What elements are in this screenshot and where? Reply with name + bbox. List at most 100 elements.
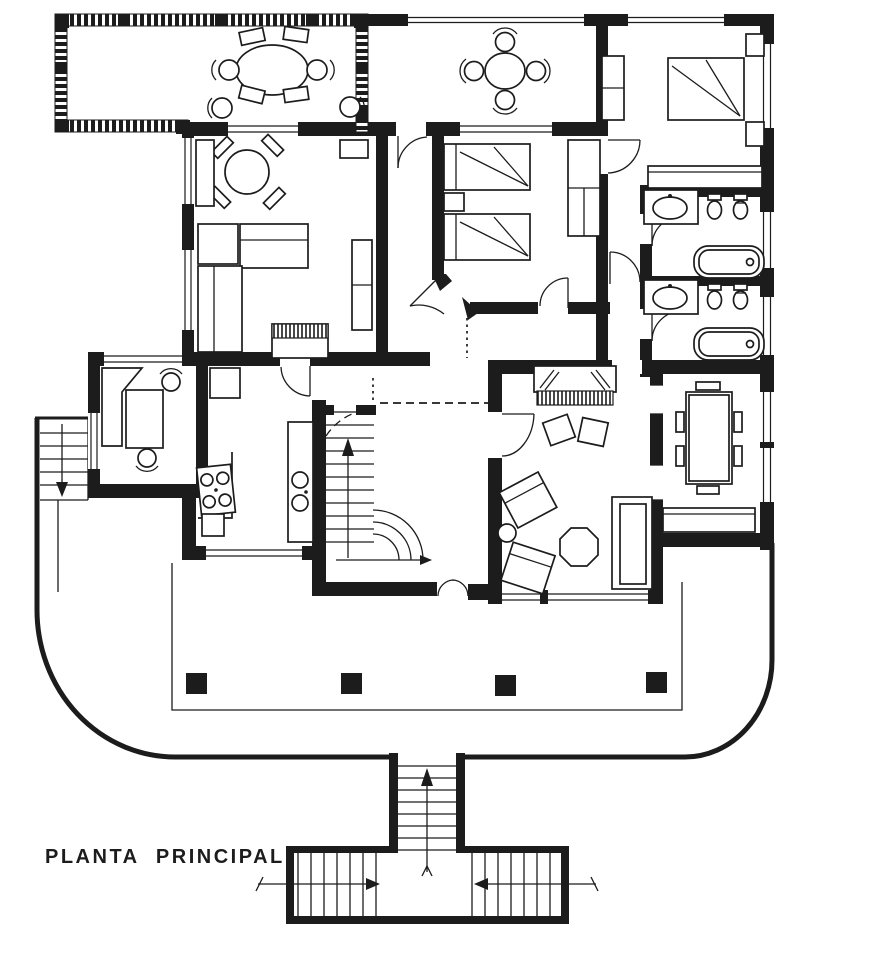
twin-bedroom	[443, 139, 601, 358]
toilet	[706, 290, 723, 310]
window	[104, 352, 182, 366]
sunroom-dining-area	[207, 25, 365, 119]
bathroom-2	[643, 279, 765, 361]
stair-down-arrow	[56, 424, 68, 497]
entry-arrow-right	[474, 876, 599, 892]
living-room	[497, 365, 653, 595]
chair	[339, 96, 361, 118]
chair	[695, 381, 721, 391]
cabinet	[339, 139, 369, 159]
window	[760, 448, 774, 502]
chair	[238, 26, 267, 47]
bidet-tank	[733, 193, 748, 201]
chair	[463, 60, 485, 82]
chair	[525, 60, 547, 82]
french-door	[228, 122, 298, 136]
toilet-tank	[707, 283, 722, 291]
window	[460, 122, 552, 136]
window	[628, 14, 724, 26]
toilet	[706, 200, 723, 220]
chair	[237, 84, 267, 105]
dining-table	[685, 391, 733, 485]
windows	[88, 14, 774, 604]
stair-up-arrow	[342, 438, 354, 558]
dining-room	[662, 381, 756, 533]
shelf	[195, 139, 215, 207]
twin-bed	[443, 143, 531, 191]
breakfast-area	[459, 27, 551, 115]
bathtub	[693, 327, 765, 361]
plan-title: PLANTA PRINCIPAL	[45, 846, 285, 868]
chair	[211, 97, 233, 119]
chair	[675, 411, 685, 433]
bidet-tank	[733, 283, 748, 291]
window	[760, 392, 774, 442]
stove	[195, 463, 237, 517]
twin-bed	[443, 213, 531, 261]
armchair	[498, 470, 558, 530]
small-room	[101, 367, 183, 472]
round-table	[224, 149, 270, 195]
entry-arrow-left	[255, 876, 380, 892]
sideboard	[662, 507, 756, 533]
bathtub	[693, 245, 765, 279]
bidet	[732, 200, 749, 220]
bathroom-1	[643, 189, 765, 279]
terrace	[34, 418, 775, 760]
dresser	[647, 165, 763, 189]
round-breakfast-table	[484, 52, 526, 90]
window	[88, 413, 100, 469]
entry-arrow-up	[421, 768, 433, 877]
nightstand	[443, 192, 465, 212]
main-staircase	[318, 378, 488, 565]
terrace-inner-edge	[171, 563, 683, 711]
kitchen	[195, 367, 314, 543]
armchair	[499, 541, 557, 595]
chair	[282, 25, 310, 44]
toilet-tank	[707, 193, 722, 201]
sink	[291, 471, 309, 489]
porch-column	[186, 673, 207, 694]
porch-column	[341, 673, 362, 694]
exterior-side-stair	[35, 416, 92, 592]
porch-column	[646, 672, 667, 693]
porch-column	[495, 675, 516, 696]
chair	[260, 133, 285, 158]
sofa-seat	[239, 223, 309, 269]
chair	[696, 485, 720, 495]
chair	[494, 31, 516, 53]
nightstand	[745, 121, 765, 147]
window	[760, 44, 774, 128]
desk	[125, 389, 164, 449]
chair	[733, 411, 743, 433]
window	[502, 590, 540, 604]
chair	[161, 372, 181, 392]
window	[206, 546, 302, 560]
sink	[291, 494, 309, 512]
chair	[675, 445, 685, 467]
nightstand	[745, 33, 765, 57]
chair	[262, 186, 287, 211]
sofa-seat	[197, 265, 243, 353]
window	[182, 250, 194, 330]
chair	[218, 59, 240, 81]
chair	[733, 445, 743, 467]
cabinet	[201, 513, 225, 537]
door-swings	[280, 136, 683, 597]
chair	[282, 85, 310, 104]
cushion-chair	[576, 416, 610, 448]
chair	[137, 448, 157, 468]
door-openings	[280, 122, 663, 598]
side-table	[497, 523, 517, 543]
entry-stairs	[255, 753, 599, 924]
window	[408, 14, 584, 26]
master-bedroom	[601, 33, 765, 189]
sofa-corner	[197, 223, 239, 265]
study-room	[195, 133, 373, 359]
chair	[494, 89, 516, 111]
cushion-chair	[541, 413, 577, 447]
refrigerator	[209, 367, 241, 399]
octagonal-table	[559, 527, 599, 567]
